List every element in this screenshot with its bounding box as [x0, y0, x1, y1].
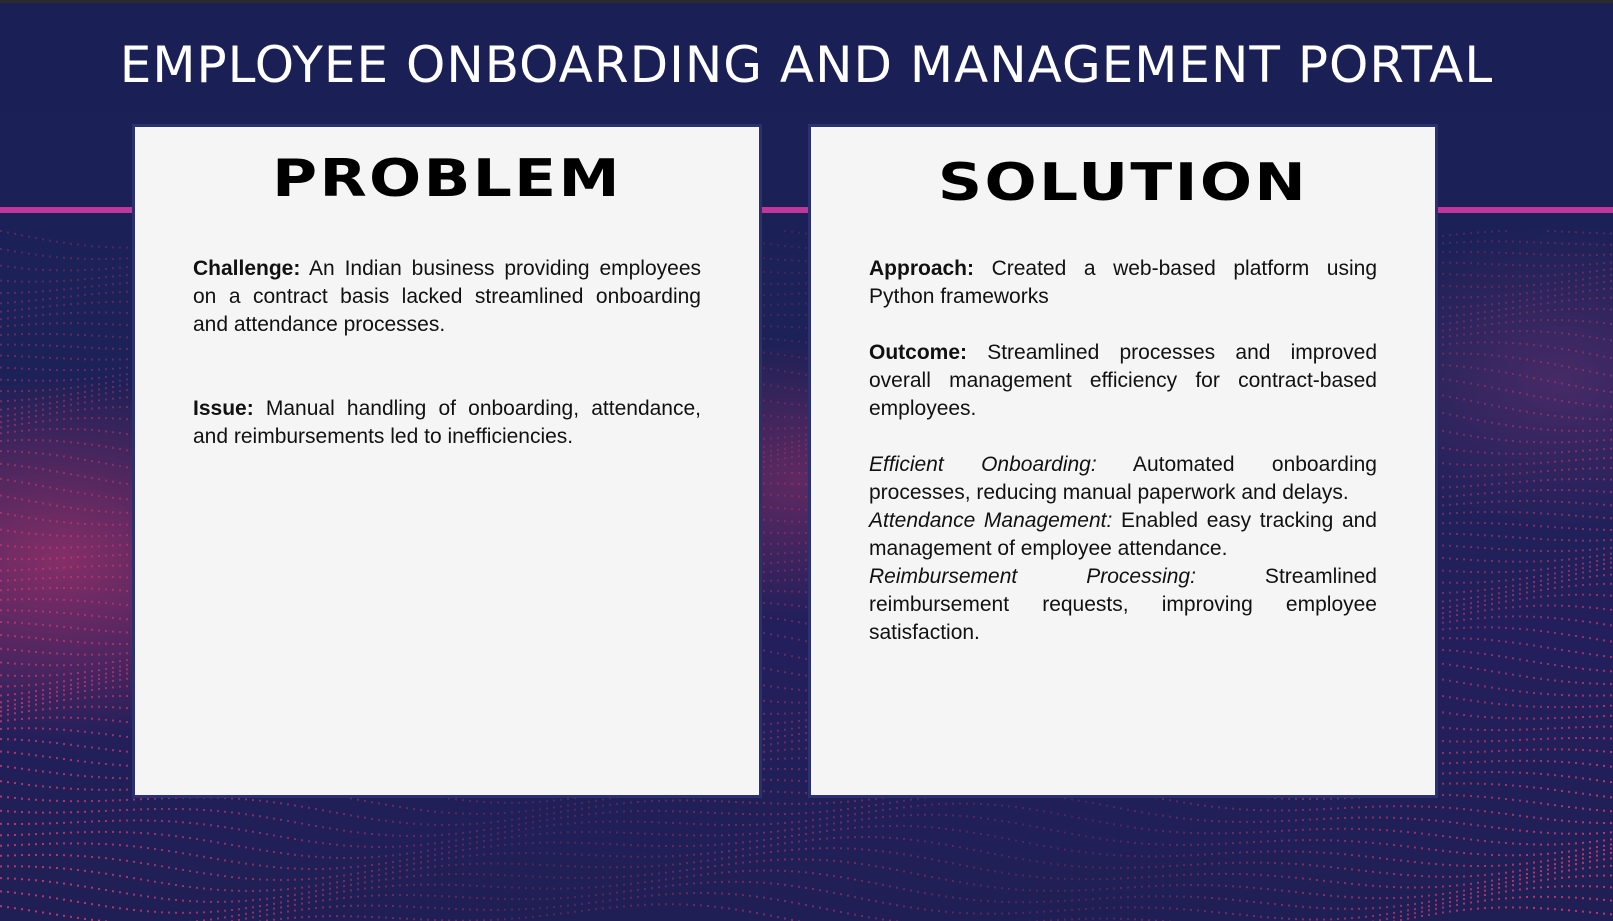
approach-text: Created a web-based platform using Pytho…: [869, 257, 1377, 308]
solution-heading: SOLUTION: [937, 153, 1309, 213]
problem-heading: PROBLEM: [272, 149, 622, 209]
solution-card: SOLUTION Approach: Created a web-based p…: [808, 124, 1438, 798]
approach-paragraph: Approach: Created a web-based platform u…: [869, 255, 1377, 311]
challenge-paragraph: Challenge: An Indian business providing …: [193, 255, 701, 339]
feature-label: Attendance Management:: [869, 509, 1113, 532]
solution-body: Approach: Created a web-based platform u…: [869, 255, 1377, 647]
top-strip: [0, 0, 1613, 3]
problem-body: Challenge: An Indian business providing …: [193, 255, 701, 451]
issue-label: Issue:: [193, 397, 254, 420]
approach-label: Approach:: [869, 257, 974, 280]
feature-label: Reimbursement Processing:: [869, 565, 1196, 588]
feature-item: Reimbursement Processing: Streamlined re…: [869, 563, 1377, 647]
issue-paragraph: Issue: Manual handling of onboarding, at…: [193, 395, 701, 451]
challenge-text: An Indian business providing employees o…: [193, 257, 701, 336]
outcome-label: Outcome:: [869, 341, 968, 364]
outcome-paragraph: Outcome: Streamlined processes and impro…: [869, 339, 1377, 423]
feature-item: Attendance Management: Enabled easy trac…: [869, 507, 1377, 563]
issue-text: Manual handling of onboarding, attendanc…: [193, 397, 701, 448]
outcome-text: Streamlined processes and improved overa…: [869, 341, 1377, 420]
feature-label: Efficient Onboarding:: [869, 453, 1097, 476]
accent-line: [0, 207, 1613, 213]
feature-text: Automated onboarding processes, reducing…: [869, 453, 1377, 504]
feature-text: Enabled easy tracking and management of …: [869, 509, 1377, 560]
challenge-label: Challenge:: [193, 257, 301, 280]
page-title: EMPLOYEE ONBOARDING AND MANAGEMENT PORTA…: [119, 36, 1494, 94]
feature-item: Efficient Onboarding: Automated onboardi…: [869, 451, 1377, 507]
feature-text: Streamlined reimbursement requests, impr…: [869, 565, 1377, 644]
problem-card: PROBLEM Challenge: An Indian business pr…: [132, 124, 762, 798]
